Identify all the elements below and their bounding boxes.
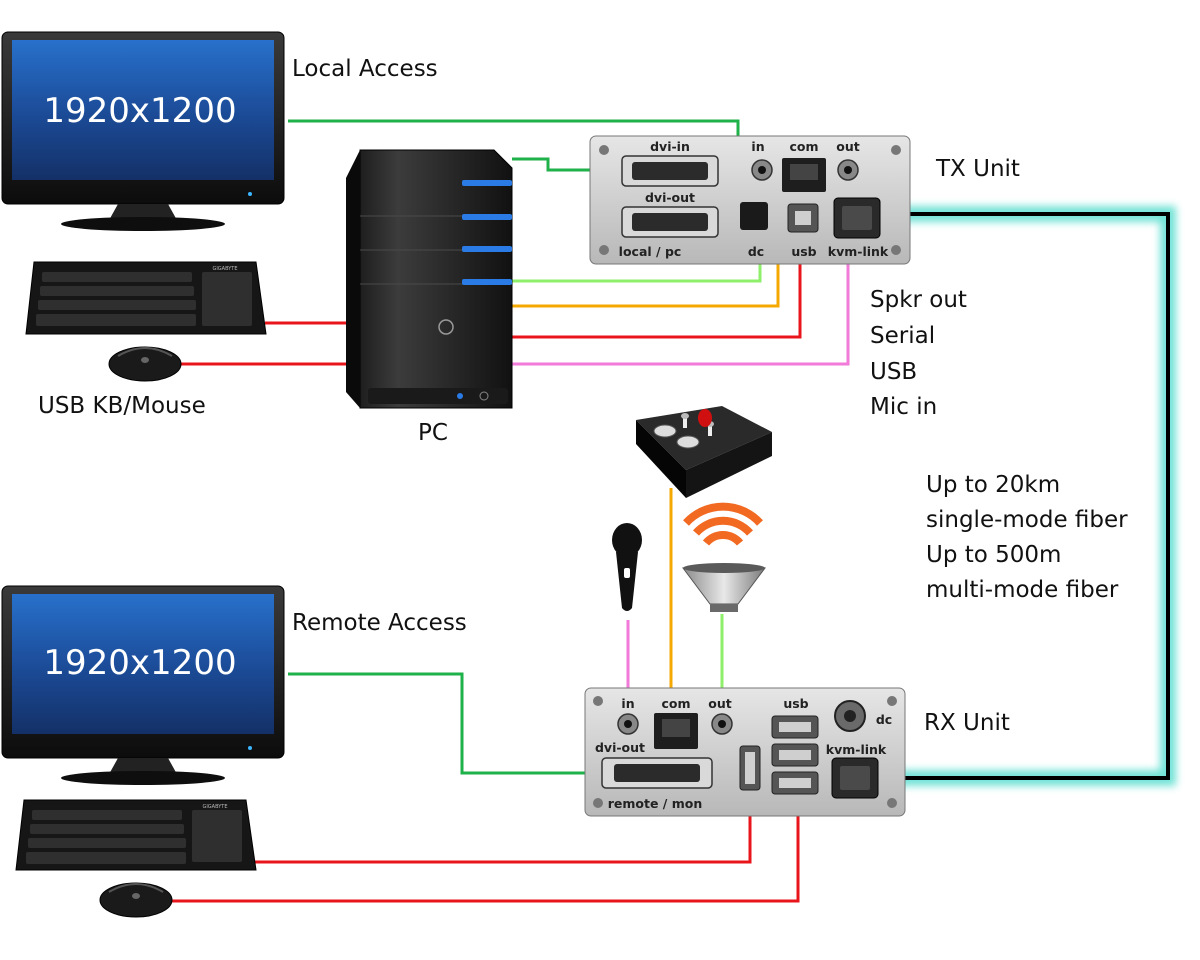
signal-serial: Serial xyxy=(870,323,935,349)
fiber-cable xyxy=(878,212,1170,780)
rx-label-dvi-out: dvi-out xyxy=(595,740,645,755)
fiber-note-2: single-mode fiber xyxy=(926,507,1128,533)
tx-label-dvi-in: dvi-in xyxy=(650,139,690,154)
fiber-note-1: Up to 20km xyxy=(926,472,1060,498)
pc-drive-led-bays xyxy=(462,180,512,285)
rx-label-usb: usb xyxy=(783,696,808,711)
signal-usb: USB xyxy=(870,359,917,385)
label-tx-unit: TX Unit xyxy=(935,156,1020,182)
fiber-note-4: multi-mode fiber xyxy=(926,577,1119,603)
tx-unit: dvi-in dvi-out local / pc in dc com usb … xyxy=(589,135,911,265)
tx-label-com: com xyxy=(789,139,818,154)
tx-label-usb: usb xyxy=(791,244,816,259)
remote-mouse xyxy=(99,882,173,918)
label-rx-unit: RX Unit xyxy=(924,710,1010,736)
remote-monitor: 1920x1200 xyxy=(1,585,285,785)
tx-label-kvm-link: kvm-link xyxy=(828,244,889,259)
label-pc: PC xyxy=(418,420,448,446)
tx-port-dc[interactable] xyxy=(740,202,768,230)
rx-label-kvm-link: kvm-link xyxy=(826,742,887,757)
signal-spkr-out: Spkr out xyxy=(870,287,967,313)
serial-control-box xyxy=(636,406,772,498)
microphone-icon xyxy=(612,523,642,611)
video-cable-remote-monitor xyxy=(288,672,612,775)
remote-monitor-resolution: 1920x1200 xyxy=(43,643,236,683)
label-remote-access: Remote Access xyxy=(292,610,467,636)
labels: Local Access PC USB KB/Mouse TX Unit RX … xyxy=(38,56,1128,736)
local-monitor-screen xyxy=(12,40,274,180)
rx-label-com: com xyxy=(661,696,690,711)
local-keyboard: GIGABYTE xyxy=(25,261,267,335)
fiber-note-3: Up to 500m xyxy=(926,542,1061,568)
rx-label-dc: dc xyxy=(876,712,892,727)
tx-label-local-pc: local / pc xyxy=(619,244,682,259)
tx-label-dc: dc xyxy=(748,244,764,259)
signal-mic-in: Mic in xyxy=(870,394,937,420)
video-cable-pc xyxy=(512,157,612,172)
label-local-access: Local Access xyxy=(292,56,438,82)
rx-unit: in com out dvi-out remote / mon usb dc k… xyxy=(584,687,906,817)
local-monitor-resolution: 1920x1200 xyxy=(43,91,236,131)
tx-label-dvi-out: dvi-out xyxy=(645,190,695,205)
tx-label-in: in xyxy=(751,139,764,154)
remote-keyboard: GIGABYTE xyxy=(15,799,257,871)
usb-cable-remote-mouse xyxy=(172,790,800,903)
tx-label-out: out xyxy=(836,139,859,154)
label-usb-kb-mouse: USB KB/Mouse xyxy=(38,393,206,419)
remote-keyboard-brand: GIGABYTE xyxy=(202,804,227,810)
speaker-icon xyxy=(682,502,766,612)
local-keyboard-brand: GIGABYTE xyxy=(212,266,237,272)
local-mouse xyxy=(108,346,182,382)
remote-monitor-screen xyxy=(12,594,274,734)
pc-logo xyxy=(438,319,454,335)
local-monitor: 1920x1200 xyxy=(1,31,285,231)
pc-tower xyxy=(346,149,513,409)
rx-label-out: out xyxy=(708,696,731,711)
rx-label-remote-mon: remote / mon xyxy=(608,796,703,811)
rx-label-in: in xyxy=(621,696,634,711)
